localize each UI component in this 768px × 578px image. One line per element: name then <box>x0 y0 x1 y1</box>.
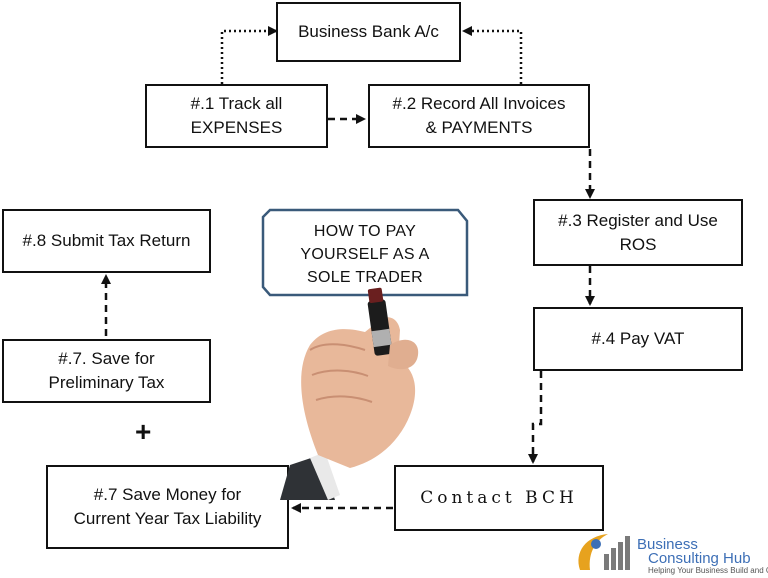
arrow-record-to-bank <box>462 26 523 84</box>
box-save-preliminary: #.7. Save for Preliminary Tax <box>2 339 211 403</box>
logo-name-line1: Business <box>637 536 698 553</box>
arrow-track-to-bank <box>220 26 278 84</box>
callout-title: HOW TO PAY YOURSELF AS A SOLE TRADER <box>300 222 430 286</box>
box-pay-vat: #.4 Pay VAT <box>533 307 743 371</box>
box-record-invoices: #.2 Record All Invoices & PAYMENTS <box>368 84 590 148</box>
logo-name-line2: Consulting Hub <box>648 550 751 567</box>
box-business-bank: Business Bank A/c <box>276 2 461 62</box>
arrow-vat-to-contact <box>528 371 543 464</box>
business-consulting-hub-logo-icon <box>578 534 630 570</box>
box-contact-bch: Contact BCH <box>394 465 604 531</box>
hand-marker-illustration <box>280 287 419 500</box>
box-register-ros: #.3 Register and Use ROS <box>533 199 743 266</box>
box-track-expenses: #.1 Track all EXPENSES <box>145 84 328 148</box>
box-save-money: #.7 Save Money for Current Year Tax Liab… <box>46 465 289 549</box>
box-submit-return: #.8 Submit Tax Return <box>2 209 211 273</box>
plus-sign: + <box>135 416 152 447</box>
logo-tagline: Helping Your Business Build and Grow <box>648 566 768 575</box>
